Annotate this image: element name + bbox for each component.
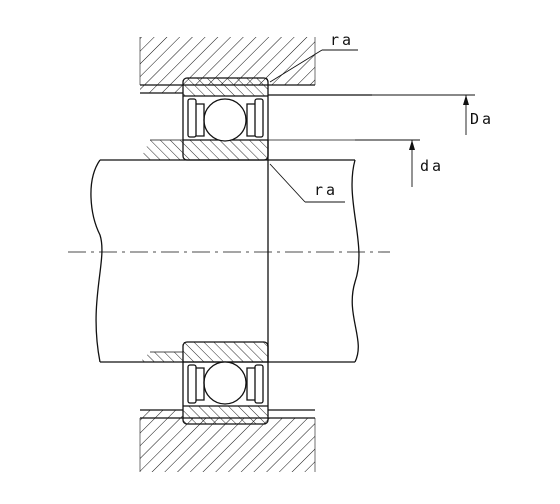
bearing-top: [182, 77, 269, 161]
ra-top-leader: [269, 49, 358, 83]
shaft: [90, 139, 360, 363]
dimension-da-inner: [355, 139, 420, 187]
ra-shaft-leader: [269, 163, 345, 203]
label-ra-shaft: ra: [314, 181, 338, 199]
label-da: da: [420, 157, 444, 175]
dimension-da-outer: [372, 94, 475, 135]
label-ra-housing: ra: [330, 31, 354, 49]
label-Da: Da: [470, 110, 494, 128]
housing-bottom: [139, 409, 316, 472]
bearing-bottom: [182, 341, 269, 425]
housing-top: [139, 37, 372, 96]
